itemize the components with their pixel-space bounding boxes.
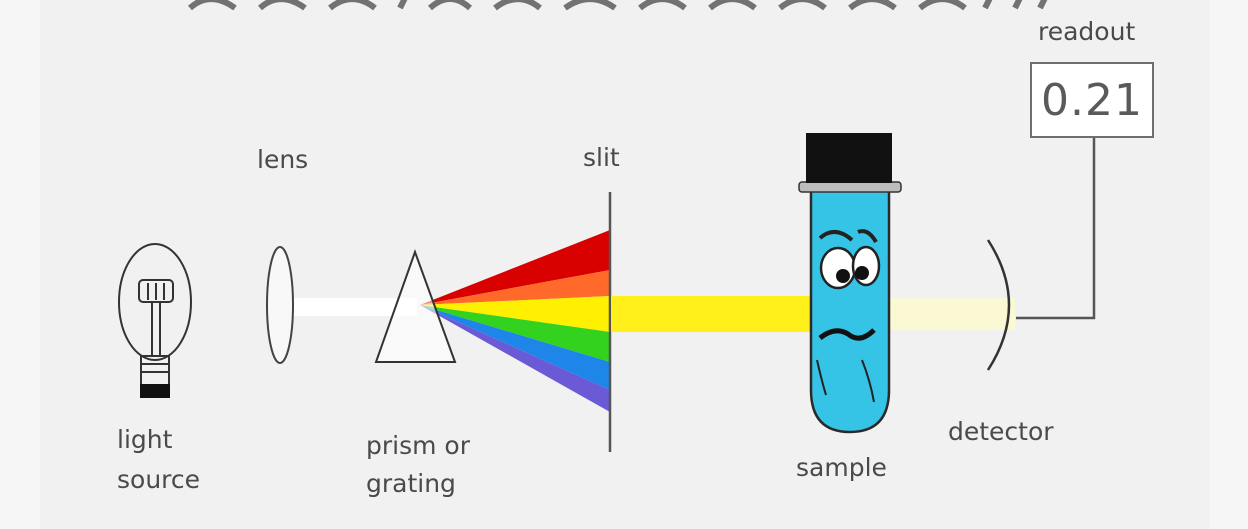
- white-beam: [292, 298, 417, 316]
- light-source-label-line2: source: [117, 465, 201, 494]
- light-source-label-line1: light: [117, 425, 173, 454]
- lens-label: lens: [257, 145, 309, 174]
- readout-label: readout: [1038, 17, 1136, 46]
- spectrum-fan: [420, 230, 610, 412]
- sample-label: sample: [796, 453, 887, 482]
- prism-icon: [374, 249, 457, 363]
- prism-label-line2: grating: [366, 469, 456, 498]
- detector-icon: [986, 239, 1011, 371]
- prism-label-line1: prism or: [366, 431, 470, 460]
- readout-wire: [1016, 138, 1096, 320]
- pale-beam: [890, 298, 1015, 330]
- yellow-beam: [611, 296, 811, 332]
- lens-icon: [266, 246, 294, 364]
- sample-tube-icon: [798, 133, 902, 434]
- light-bulb-icon: [118, 243, 192, 398]
- diagram-panel: [40, 0, 1210, 529]
- slit-label: slit: [583, 143, 620, 172]
- detector-label: detector: [948, 417, 1054, 446]
- title-fragment: [187, 0, 1048, 11]
- readout-display: 0.21: [1030, 62, 1154, 138]
- readout-value: 0.21: [1041, 74, 1143, 126]
